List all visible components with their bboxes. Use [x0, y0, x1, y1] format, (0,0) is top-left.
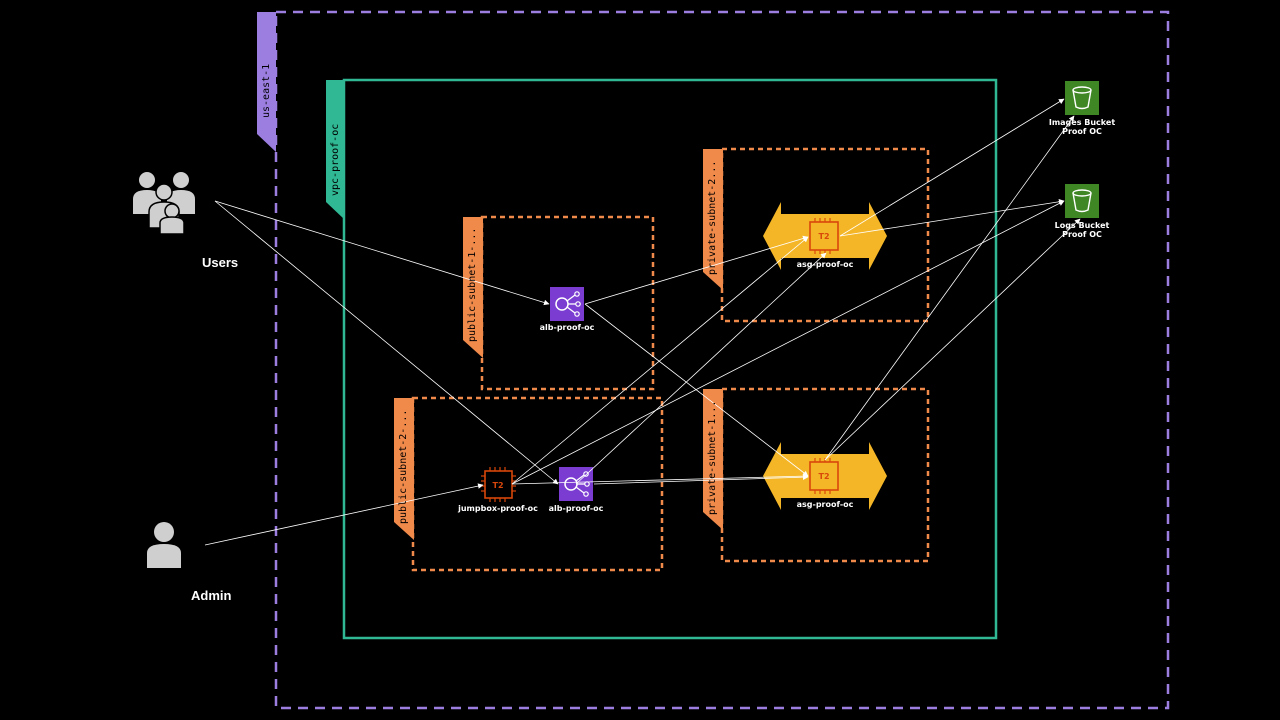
logs-bucket-label: Logs Bucket Proof OC [1054, 221, 1110, 239]
admin-label: Admin [191, 588, 232, 603]
private-subnet-1-tab [703, 389, 723, 530]
images-bucket-label: Images Bucket Proof OC [1048, 118, 1116, 136]
region-tab [257, 12, 276, 152]
admin-user-icon [147, 522, 181, 568]
private-subnet-2-label: private-subnet-2... [707, 160, 718, 275]
vpc-tab [326, 80, 345, 220]
edge-alb1-asg2 [584, 235, 809, 305]
asg2-chip-label: T2 [818, 232, 829, 241]
vpc-boundary [342, 78, 998, 640]
jumpbox-chip-label: T2 [492, 481, 503, 490]
private-subnet-1-label: private-subnet-1... [707, 400, 718, 515]
public-subnet-2-tab [394, 398, 414, 540]
edge-jumpbox-logs [511, 200, 1065, 485]
asg1-chip-label: T2 [818, 472, 829, 481]
edge-alb2-asg2 [575, 252, 827, 485]
asg-1-icon [763, 442, 887, 510]
edge-users-alb2 [214, 200, 559, 485]
images-bucket-icon [1065, 81, 1099, 115]
edge-admin-jumpbox [204, 483, 484, 546]
edge-alb1-asg1 [584, 303, 809, 477]
edge-asg2-images [839, 98, 1065, 237]
public-subnet-1-tab [463, 217, 483, 358]
private-subnet-2-tab [703, 149, 723, 290]
asg-2-label: asg-proof-oc [796, 260, 854, 269]
edge-asg1-images [824, 115, 1075, 461]
jumpbox-ec2-icon [481, 467, 516, 502]
region-boundary [274, 10, 1170, 710]
edge-jumpbox-asg1 [511, 473, 809, 485]
users-label: Users [202, 255, 239, 270]
users-group-icon [133, 172, 195, 235]
public-subnet-1-label: public-subnet-1-... [467, 227, 478, 342]
edge-asg1-logs [824, 218, 1081, 461]
public-subnet-2-boundary [411, 396, 664, 572]
jumpbox-label: jumpbox-proof-oc [458, 504, 538, 513]
edge-jumpbox-asg2 [511, 236, 809, 485]
edges [204, 98, 1081, 546]
public-subnet-1-boundary [480, 215, 655, 391]
public-subnet-2-label: public-subnet-2-... [398, 409, 409, 524]
edge-alb2-asg1 [593, 474, 809, 485]
alb-2-label: alb-proof-oc [548, 504, 604, 513]
alb-1-icon [550, 287, 584, 321]
region-label: us-east-1 [261, 63, 272, 118]
logs-bucket-icon [1065, 184, 1099, 218]
asg-1-label: asg-proof-oc [796, 500, 854, 509]
alb-1-label: alb-proof-oc [539, 323, 595, 332]
edge-users-alb1 [214, 200, 550, 306]
edge-asg2-logs [839, 199, 1065, 237]
vpc-label: vpc-proof-oc [330, 123, 341, 196]
